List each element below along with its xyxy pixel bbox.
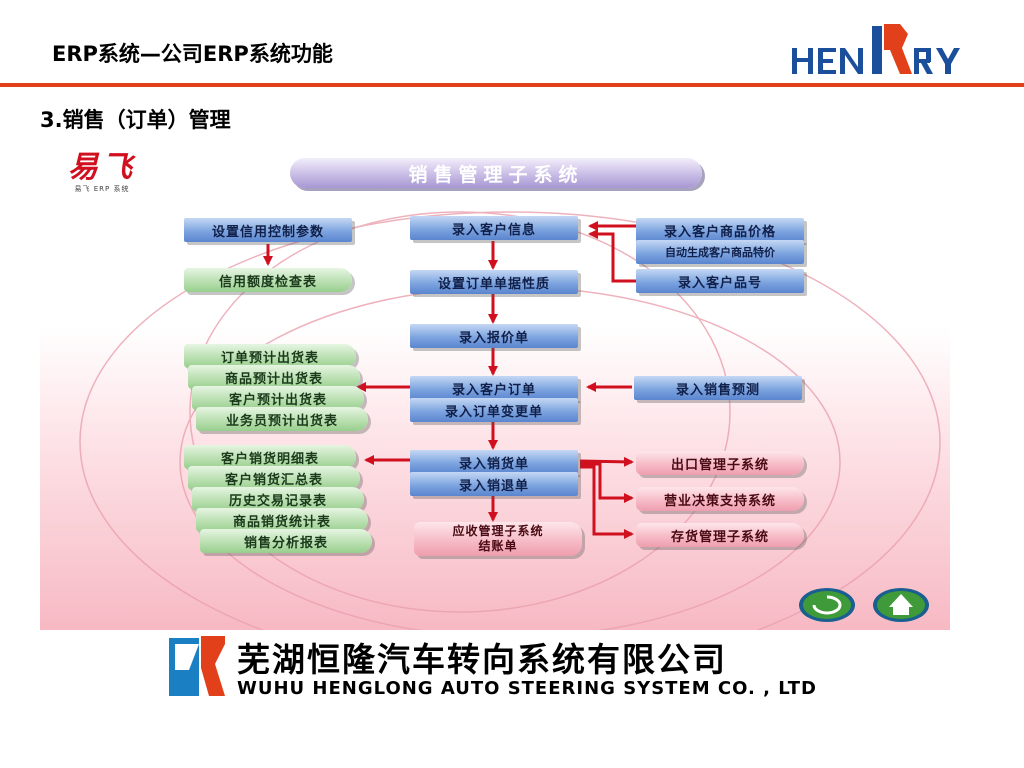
- order-report-4[interactable]: 业务员预计出货表: [196, 407, 368, 431]
- flow-arrows: [263, 221, 636, 539]
- sales-report-4[interactable]: 商品销货统计表: [196, 508, 368, 532]
- henry-logo: [792, 24, 960, 74]
- customer-order-box[interactable]: 录入客户订单: [410, 376, 578, 400]
- order-report-3[interactable]: 客户预计出货表: [192, 386, 364, 410]
- auto-special-price-box[interactable]: 自动生成客户商品特价: [636, 240, 804, 264]
- yifei-logo-mark: 易飞: [68, 150, 136, 185]
- company-name-cn: 芜湖恒隆汽车转向系统有限公司: [237, 640, 727, 679]
- receivable-box[interactable]: 应收管理子系统 结账单: [414, 522, 582, 556]
- order-report-2[interactable]: 商品预计出货表: [188, 365, 360, 389]
- sales-forecast-box[interactable]: 录入销售预测: [634, 376, 802, 400]
- home-icon: [889, 594, 913, 615]
- credit-params-box[interactable]: 设置信用控制参数: [184, 218, 352, 242]
- section-title: 3.销售（订单）管理: [40, 108, 231, 132]
- quote-box[interactable]: 录入报价单: [410, 324, 578, 348]
- order-report-1[interactable]: 订单预计出货表: [184, 344, 356, 368]
- yifei-logo: 易飞 易飞 ERP 系统: [68, 152, 136, 194]
- sales-report-3[interactable]: 历史交易记录表: [192, 487, 364, 511]
- diagram-canvas: [79, 211, 941, 630]
- diagram-panel: 易飞 易飞 ERP 系统 销售管理子系统 设置信用控制参数 信用额度检查表 录入…: [40, 142, 950, 630]
- customer-price-box[interactable]: 录入客户商品价格: [636, 218, 804, 242]
- company-name-en: WUHU HENGLONG AUTO STEERING SYSTEM CO. ,…: [237, 678, 817, 699]
- receivable-label: 应收管理子系统: [452, 524, 544, 538]
- sales-report-5[interactable]: 销售分析报表: [200, 529, 372, 553]
- arrow-sales-to-export: [579, 456, 634, 467]
- credit-check-box[interactable]: 信用额度检查表: [184, 268, 352, 292]
- customer-part-no-box[interactable]: 录入客户品号: [636, 269, 804, 293]
- customer-info-box[interactable]: 录入客户信息: [410, 216, 578, 240]
- inventory-subsystem-box[interactable]: 存货管理子系统: [636, 523, 804, 547]
- nav-buttons: [799, 588, 929, 622]
- back-button[interactable]: [799, 588, 855, 622]
- henglong-logo-mark: [169, 636, 225, 696]
- sales-return-box[interactable]: 录入销退单: [410, 472, 578, 496]
- diagram-title: 销售管理子系统: [290, 158, 702, 188]
- decision-support-box[interactable]: 营业决策支持系统: [636, 487, 804, 511]
- arrow-part-no-to-customer-info: [588, 229, 636, 283]
- order-change-box[interactable]: 录入订单变更单: [410, 398, 578, 422]
- back-icon: [812, 595, 842, 615]
- home-button[interactable]: [873, 588, 929, 622]
- export-subsystem-box[interactable]: 出口管理子系统: [636, 451, 804, 475]
- receivable-sublabel: 结账单: [478, 539, 518, 553]
- slide-title: ERP系统—公司ERP系统功能: [52, 42, 333, 66]
- sales-report-1[interactable]: 客户销货明细表: [184, 445, 356, 469]
- arrow-sales-to-decision: [580, 462, 634, 503]
- arrow-sales-to-inventory: [580, 465, 634, 539]
- sales-report-2[interactable]: 客户销货汇总表: [188, 466, 360, 490]
- yifei-logo-caption: 易飞 ERP 系统: [74, 185, 130, 193]
- header-rule: [0, 83, 1024, 87]
- sales-delivery-box[interactable]: 录入销货单: [410, 450, 578, 474]
- order-doc-type-box[interactable]: 设置订单单据性质: [410, 270, 578, 294]
